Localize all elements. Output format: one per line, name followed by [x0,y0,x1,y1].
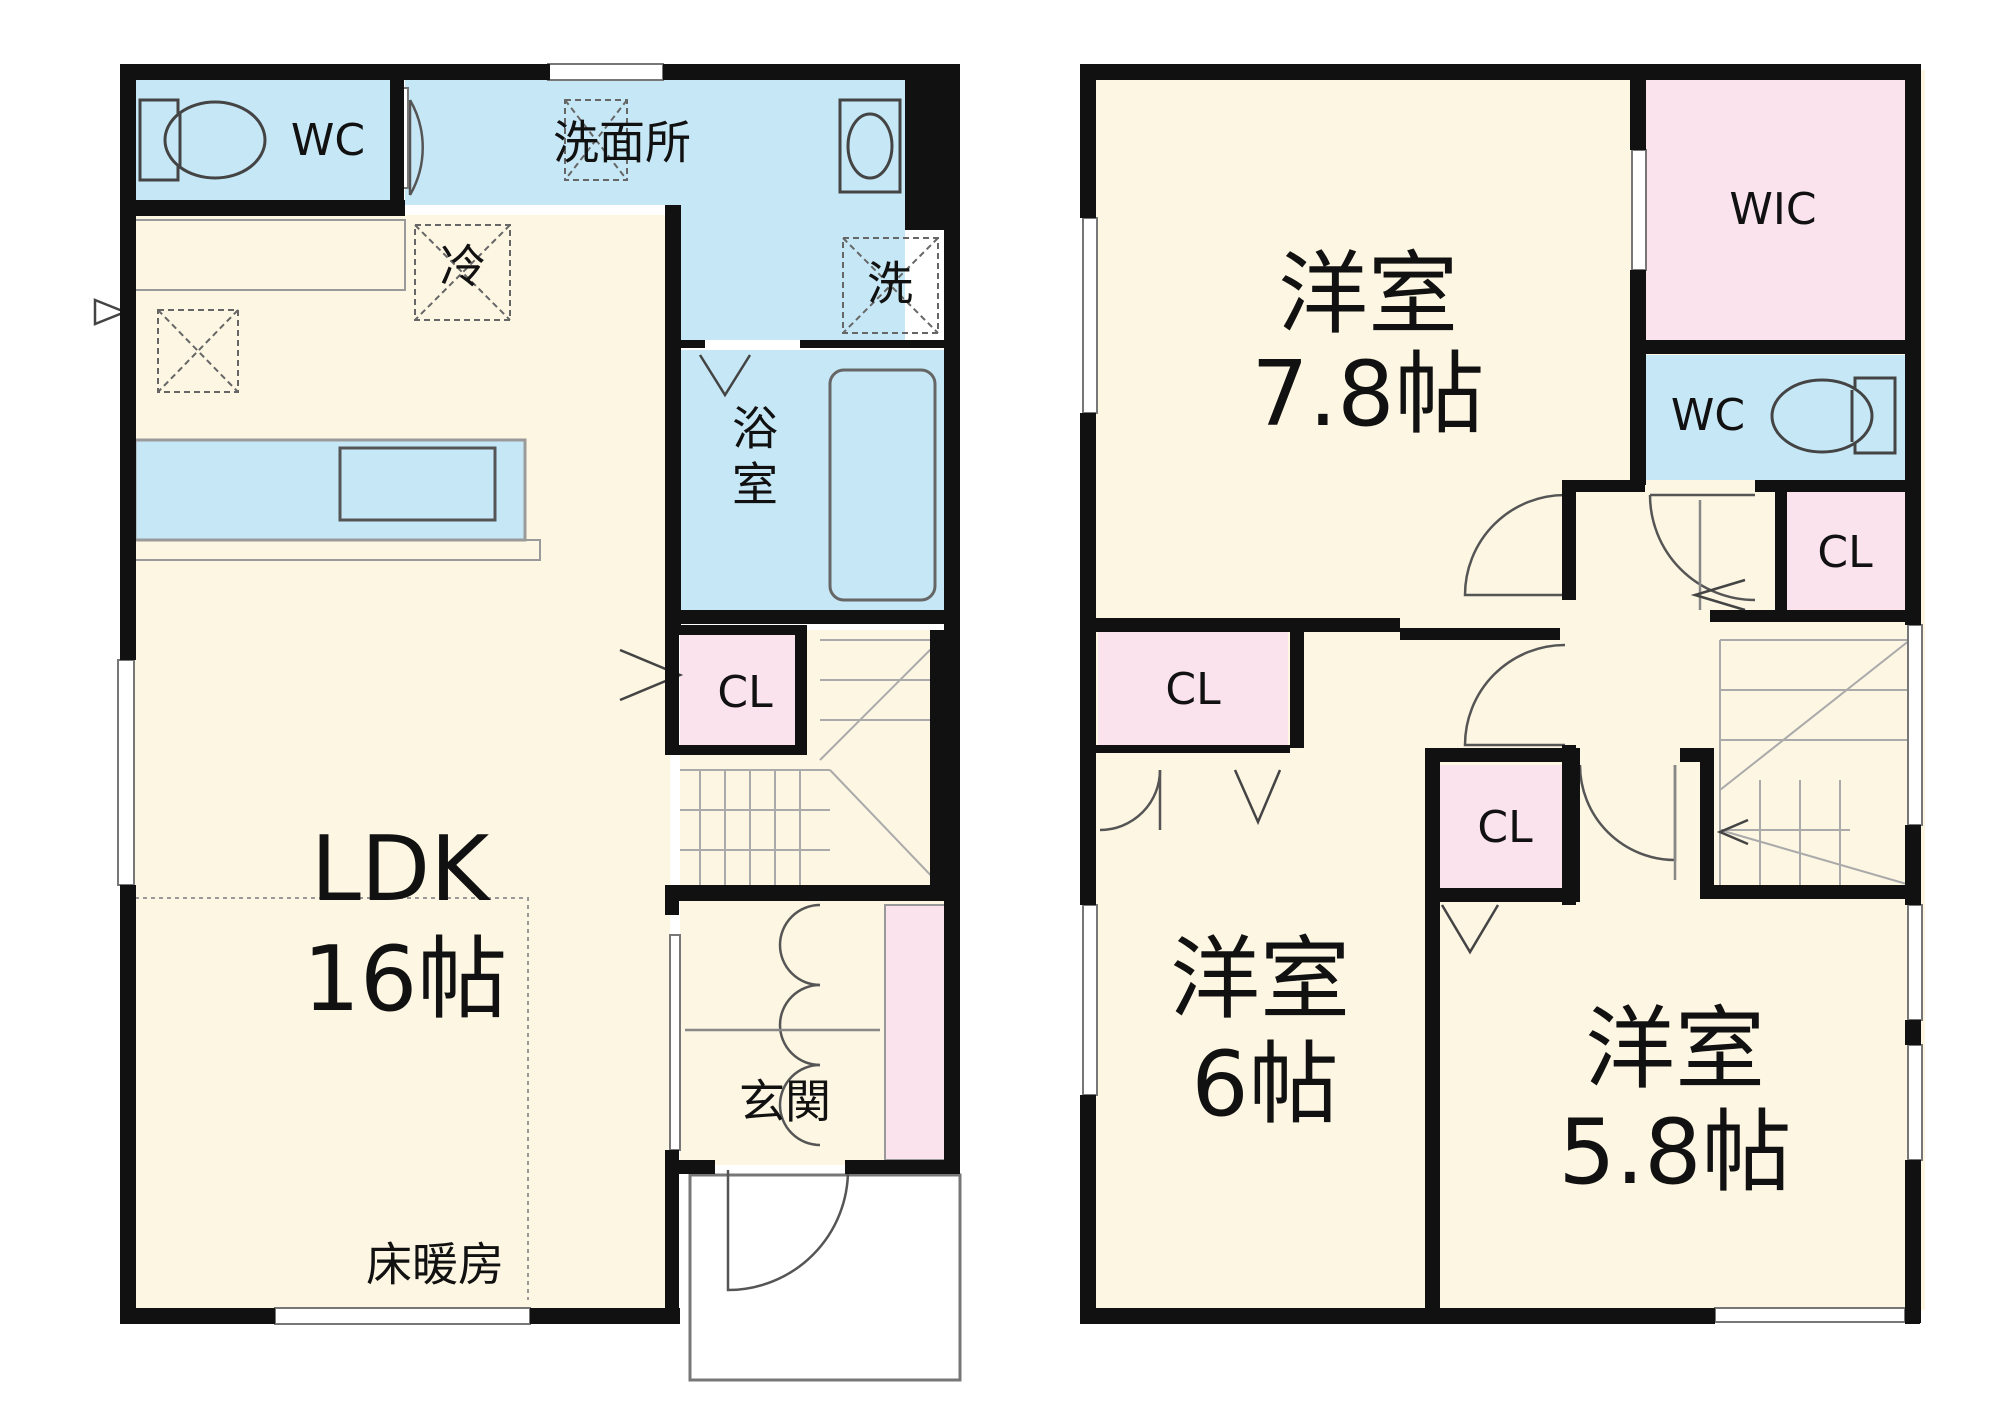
washer-label: 洗 [867,257,913,311]
wic-label: WIC [1729,184,1816,235]
room-b-size-label: 6帖 [1191,1032,1338,1137]
floor-heating-zone [135,897,529,1300]
washroom-floor [405,80,905,340]
washroom-label: 洗面所 [553,116,691,170]
fridge-icon [414,224,511,321]
room-a-label: 洋室 [1278,242,1458,347]
ldk-label: LDK [311,817,491,922]
floor-2: 洋室 7.8帖 WIC WC CL CL CL 洋室 6帖 洋室 5.8帖 [1080,64,1925,1324]
range-icon [157,309,239,393]
wic-floor [1645,80,1910,340]
bath-label-2: 室 [732,458,778,512]
porch [688,1173,962,1382]
door-swings-2f [1099,493,1756,880]
shoe-cabinet [884,904,946,1161]
door-markers-1f [93,298,752,702]
floor-heating-label: 床暖房 [366,1238,504,1292]
stair-2f-icon [1719,639,1911,886]
cl1-label: CL [717,667,773,718]
dryer-box-icon [564,99,628,181]
floor-1: WC 洗面所 冷 洗 浴 室 CL LDK 16帖 玄関 床暖房 [93,63,962,1382]
fridge-label: 冷 [440,240,486,294]
stair-1f-icon [680,639,941,886]
room-c-size-label: 5.8帖 [1558,1100,1791,1205]
wc1-label: WC [291,115,365,166]
ldk-size-label: 16帖 [303,927,508,1032]
toilet-2f-icon [1770,376,1897,455]
cl-hall-floor [1785,490,1910,615]
door-swings-1f [408,99,880,1292]
bathtub [828,368,937,602]
ldk-floor [130,215,670,1310]
room-a-size-label: 7.8帖 [1251,342,1484,447]
wc2-label: WC [1671,390,1745,441]
cl-mid-label: CL [1477,802,1533,853]
washbasin-icon [838,98,902,194]
walls-2f [1080,64,1921,1324]
room-c-label: 洋室 [1585,997,1765,1102]
cl-hall-label: CL [1817,527,1873,578]
entrance-label: 玄関 [739,1075,831,1129]
sink [338,446,497,522]
cl-left-floor [1098,632,1288,747]
cl-mid-floor [1440,765,1570,890]
door-markers-2f [1233,578,1749,955]
bath-label-1: 浴 [732,402,778,456]
washer-icon [842,237,939,334]
cl1-floor-over [680,630,805,750]
cl-left-label: CL [1165,664,1221,715]
walls-1f [120,64,960,1324]
room-b-label: 洋室 [1170,927,1350,1032]
toilet-icon [138,98,267,182]
